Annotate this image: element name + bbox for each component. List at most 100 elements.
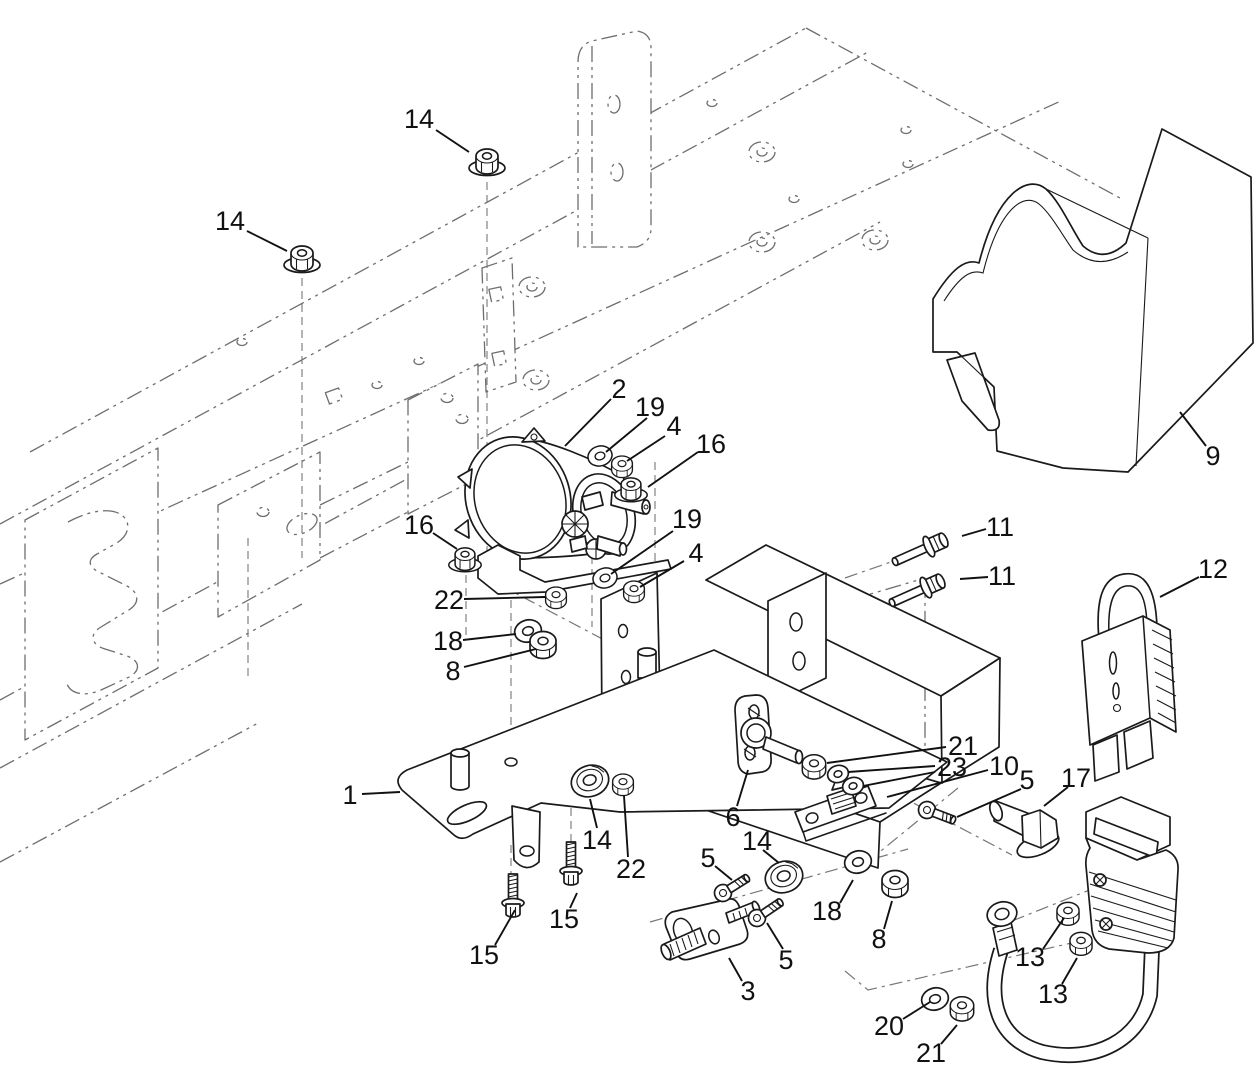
leader-line-21-36 xyxy=(940,1024,958,1045)
callout-14-flange-nut: 14 xyxy=(742,826,772,856)
leader-line-4-8 xyxy=(639,560,685,588)
leader-line-17-21 xyxy=(1043,786,1069,807)
leader-line-1-12 xyxy=(361,791,401,795)
leader-line-19-3 xyxy=(605,417,648,453)
part-12-battery-connector xyxy=(1081,572,1177,782)
leader-line-11-14 xyxy=(959,576,989,580)
leader-line-19-7 xyxy=(610,530,674,575)
leader-line-23-18 xyxy=(847,765,936,773)
bracket-strap xyxy=(511,805,541,869)
nut-22-b xyxy=(611,773,635,797)
callout-8-hex-nut: 8 xyxy=(871,924,886,954)
leader-line-13-33 xyxy=(1042,917,1065,950)
leader-line-13-34 xyxy=(1061,957,1078,985)
nut-13-b xyxy=(1069,931,1093,957)
leader-line-14-23 xyxy=(589,798,598,829)
callout-20-washer: 20 xyxy=(874,1011,904,1041)
frame-holes xyxy=(236,98,914,405)
leader-line-14-26 xyxy=(762,849,780,864)
callout-18-flat-washer: 18 xyxy=(812,896,842,926)
callout-8-hex-nut: 8 xyxy=(445,656,460,686)
leader-line-20-35 xyxy=(902,1001,931,1020)
leader-line-8-11 xyxy=(463,648,537,668)
screw-15-b xyxy=(559,841,583,886)
callout-15-flange-screw: 15 xyxy=(549,904,579,934)
frame-hook-cutout xyxy=(66,510,139,695)
leader-line-4-4 xyxy=(626,435,666,462)
leader-line-8-32 xyxy=(883,900,893,930)
leader-line-9-16 xyxy=(1179,411,1207,447)
callout-21-hex-nut: 21 xyxy=(916,1038,946,1068)
part-9-cover xyxy=(932,128,1254,473)
callout-4-hex-nut-small: 4 xyxy=(666,411,681,441)
callout-13-hex-nut: 13 xyxy=(1038,979,1068,1009)
callout-11-hex-flange-bolt: 11 xyxy=(988,561,1016,591)
screw-5-c xyxy=(915,798,960,830)
callout-9-cover: 9 xyxy=(1205,441,1220,471)
callout-18-flat-washer: 18 xyxy=(433,626,463,656)
flange-nut-14-d xyxy=(760,855,808,899)
part-17-hex-plug-screw xyxy=(988,800,1060,859)
callout-15-flange-screw: 15 xyxy=(469,940,499,970)
screw-5-b xyxy=(744,893,788,931)
leader-line-6-22 xyxy=(736,769,749,807)
callout-4-hex-nut-small: 4 xyxy=(688,538,703,568)
leader-line-11-13 xyxy=(961,528,987,537)
part-2-solenoid xyxy=(454,427,672,595)
callout-14-flange-nut: 14 xyxy=(215,206,245,236)
nut-8-a xyxy=(529,630,557,660)
callout-17-hex-plug-screw: 17 xyxy=(1061,763,1091,793)
leader-line-22-24 xyxy=(623,795,629,858)
bracket-slot xyxy=(446,800,488,826)
flange-nut-16-b xyxy=(448,547,482,573)
callout-12-battery-connector: 12 xyxy=(1198,554,1228,584)
nut-8-b xyxy=(881,869,909,899)
frame-end-panel xyxy=(24,447,159,741)
callout-6-terminal-post: 6 xyxy=(725,802,740,832)
leader-line-16-5 xyxy=(647,451,699,488)
leader-line-14-1 xyxy=(246,230,288,252)
leader-line-18-10 xyxy=(462,633,517,641)
nut-21-a xyxy=(801,753,827,780)
leader-line-15-29 xyxy=(494,909,516,946)
part-10-fuse-link xyxy=(794,778,887,842)
frame-upright-plate xyxy=(577,30,652,248)
part-3-terminal-stud-block xyxy=(660,898,761,961)
flange-nut-14-b xyxy=(283,245,321,274)
leader-line-23-18 xyxy=(862,771,936,787)
leader-line-3-28 xyxy=(728,957,743,982)
leader-line-15-30 xyxy=(569,892,578,909)
callout-5-screw: 5 xyxy=(700,843,715,873)
callout-16-flange-lock-nut: 16 xyxy=(404,510,434,540)
flange-nut-14-a xyxy=(468,148,506,177)
leader-line-22-9 xyxy=(463,596,546,600)
battery-cable-assembly xyxy=(986,796,1179,1064)
callout-22-lock-nut: 22 xyxy=(616,854,646,884)
callout-5-screw: 5 xyxy=(778,945,793,975)
callout-14-flange-nut: 14 xyxy=(582,825,612,855)
leader-line-2-2 xyxy=(564,398,612,447)
callout-2-solenoid: 2 xyxy=(611,374,626,404)
leader-line-5-25 xyxy=(714,865,733,881)
callout-11-hex-flange-bolt: 11 xyxy=(986,512,1014,542)
leader-line-10-19 xyxy=(886,769,989,798)
part-6-terminal-post xyxy=(734,694,804,775)
callout-16-flange-lock-nut: 16 xyxy=(696,429,726,459)
callout-5-screw: 5 xyxy=(1019,765,1034,795)
callout-10-fuse-link: 10 xyxy=(989,751,1019,781)
screw-15-a xyxy=(501,873,525,918)
nut-21-b xyxy=(949,995,975,1022)
part-1-mounting-bracket xyxy=(397,649,948,869)
callout-1-mounting-bracket: 1 xyxy=(342,780,357,810)
callout-22-lock-nut: 22 xyxy=(434,585,464,615)
leader-line-18-31 xyxy=(839,879,854,904)
callout-13-hex-nut: 13 xyxy=(1015,942,1045,972)
cover-tab xyxy=(946,352,1001,432)
callout-3-terminal-stud-block: 3 xyxy=(740,976,755,1006)
washer-20 xyxy=(918,984,952,1014)
nut-4-b xyxy=(622,580,646,604)
callout-14-flange-nut: 14 xyxy=(404,104,434,134)
